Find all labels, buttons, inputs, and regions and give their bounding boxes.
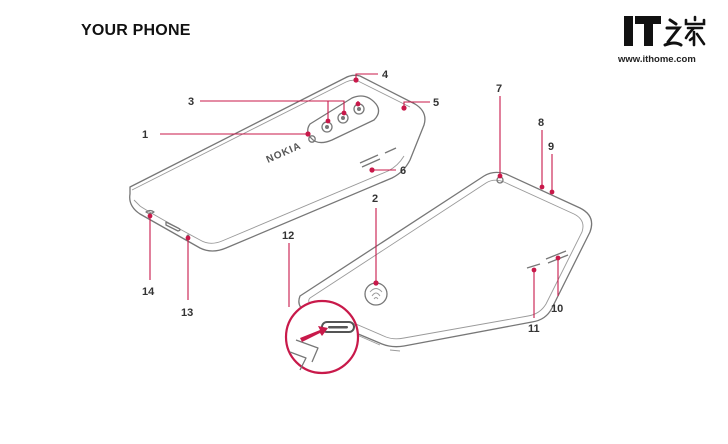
usb-c-zoom-callout bbox=[284, 299, 360, 375]
callout-11: 11 bbox=[528, 323, 540, 335]
callout-13: 13 bbox=[181, 307, 193, 319]
callout-1: 1 bbox=[142, 129, 148, 141]
logo-url: www.ithome.com bbox=[618, 54, 696, 65]
callout-5: 5 bbox=[433, 97, 439, 109]
fingerprint-sensor-icon bbox=[364, 282, 388, 306]
callout-8: 8 bbox=[538, 117, 544, 129]
callout-12: 12 bbox=[282, 230, 294, 242]
callout-3: 3 bbox=[188, 96, 194, 108]
callout-14: 14 bbox=[142, 286, 155, 298]
flash-icon bbox=[308, 135, 316, 143]
ithome-logo bbox=[624, 15, 706, 47]
callout-9: 9 bbox=[548, 141, 554, 153]
callout-7: 7 bbox=[496, 83, 502, 95]
callout-10: 10 bbox=[551, 303, 563, 315]
callout-2: 2 bbox=[372, 193, 378, 205]
phone-back-view: NOKIA bbox=[129, 74, 426, 252]
brand-logo: NOKIA bbox=[265, 141, 303, 166]
callout-4: 4 bbox=[382, 69, 389, 81]
camera-module bbox=[307, 95, 380, 144]
page-title: YOUR PHONE bbox=[81, 22, 191, 39]
callout-6: 6 bbox=[400, 165, 406, 177]
